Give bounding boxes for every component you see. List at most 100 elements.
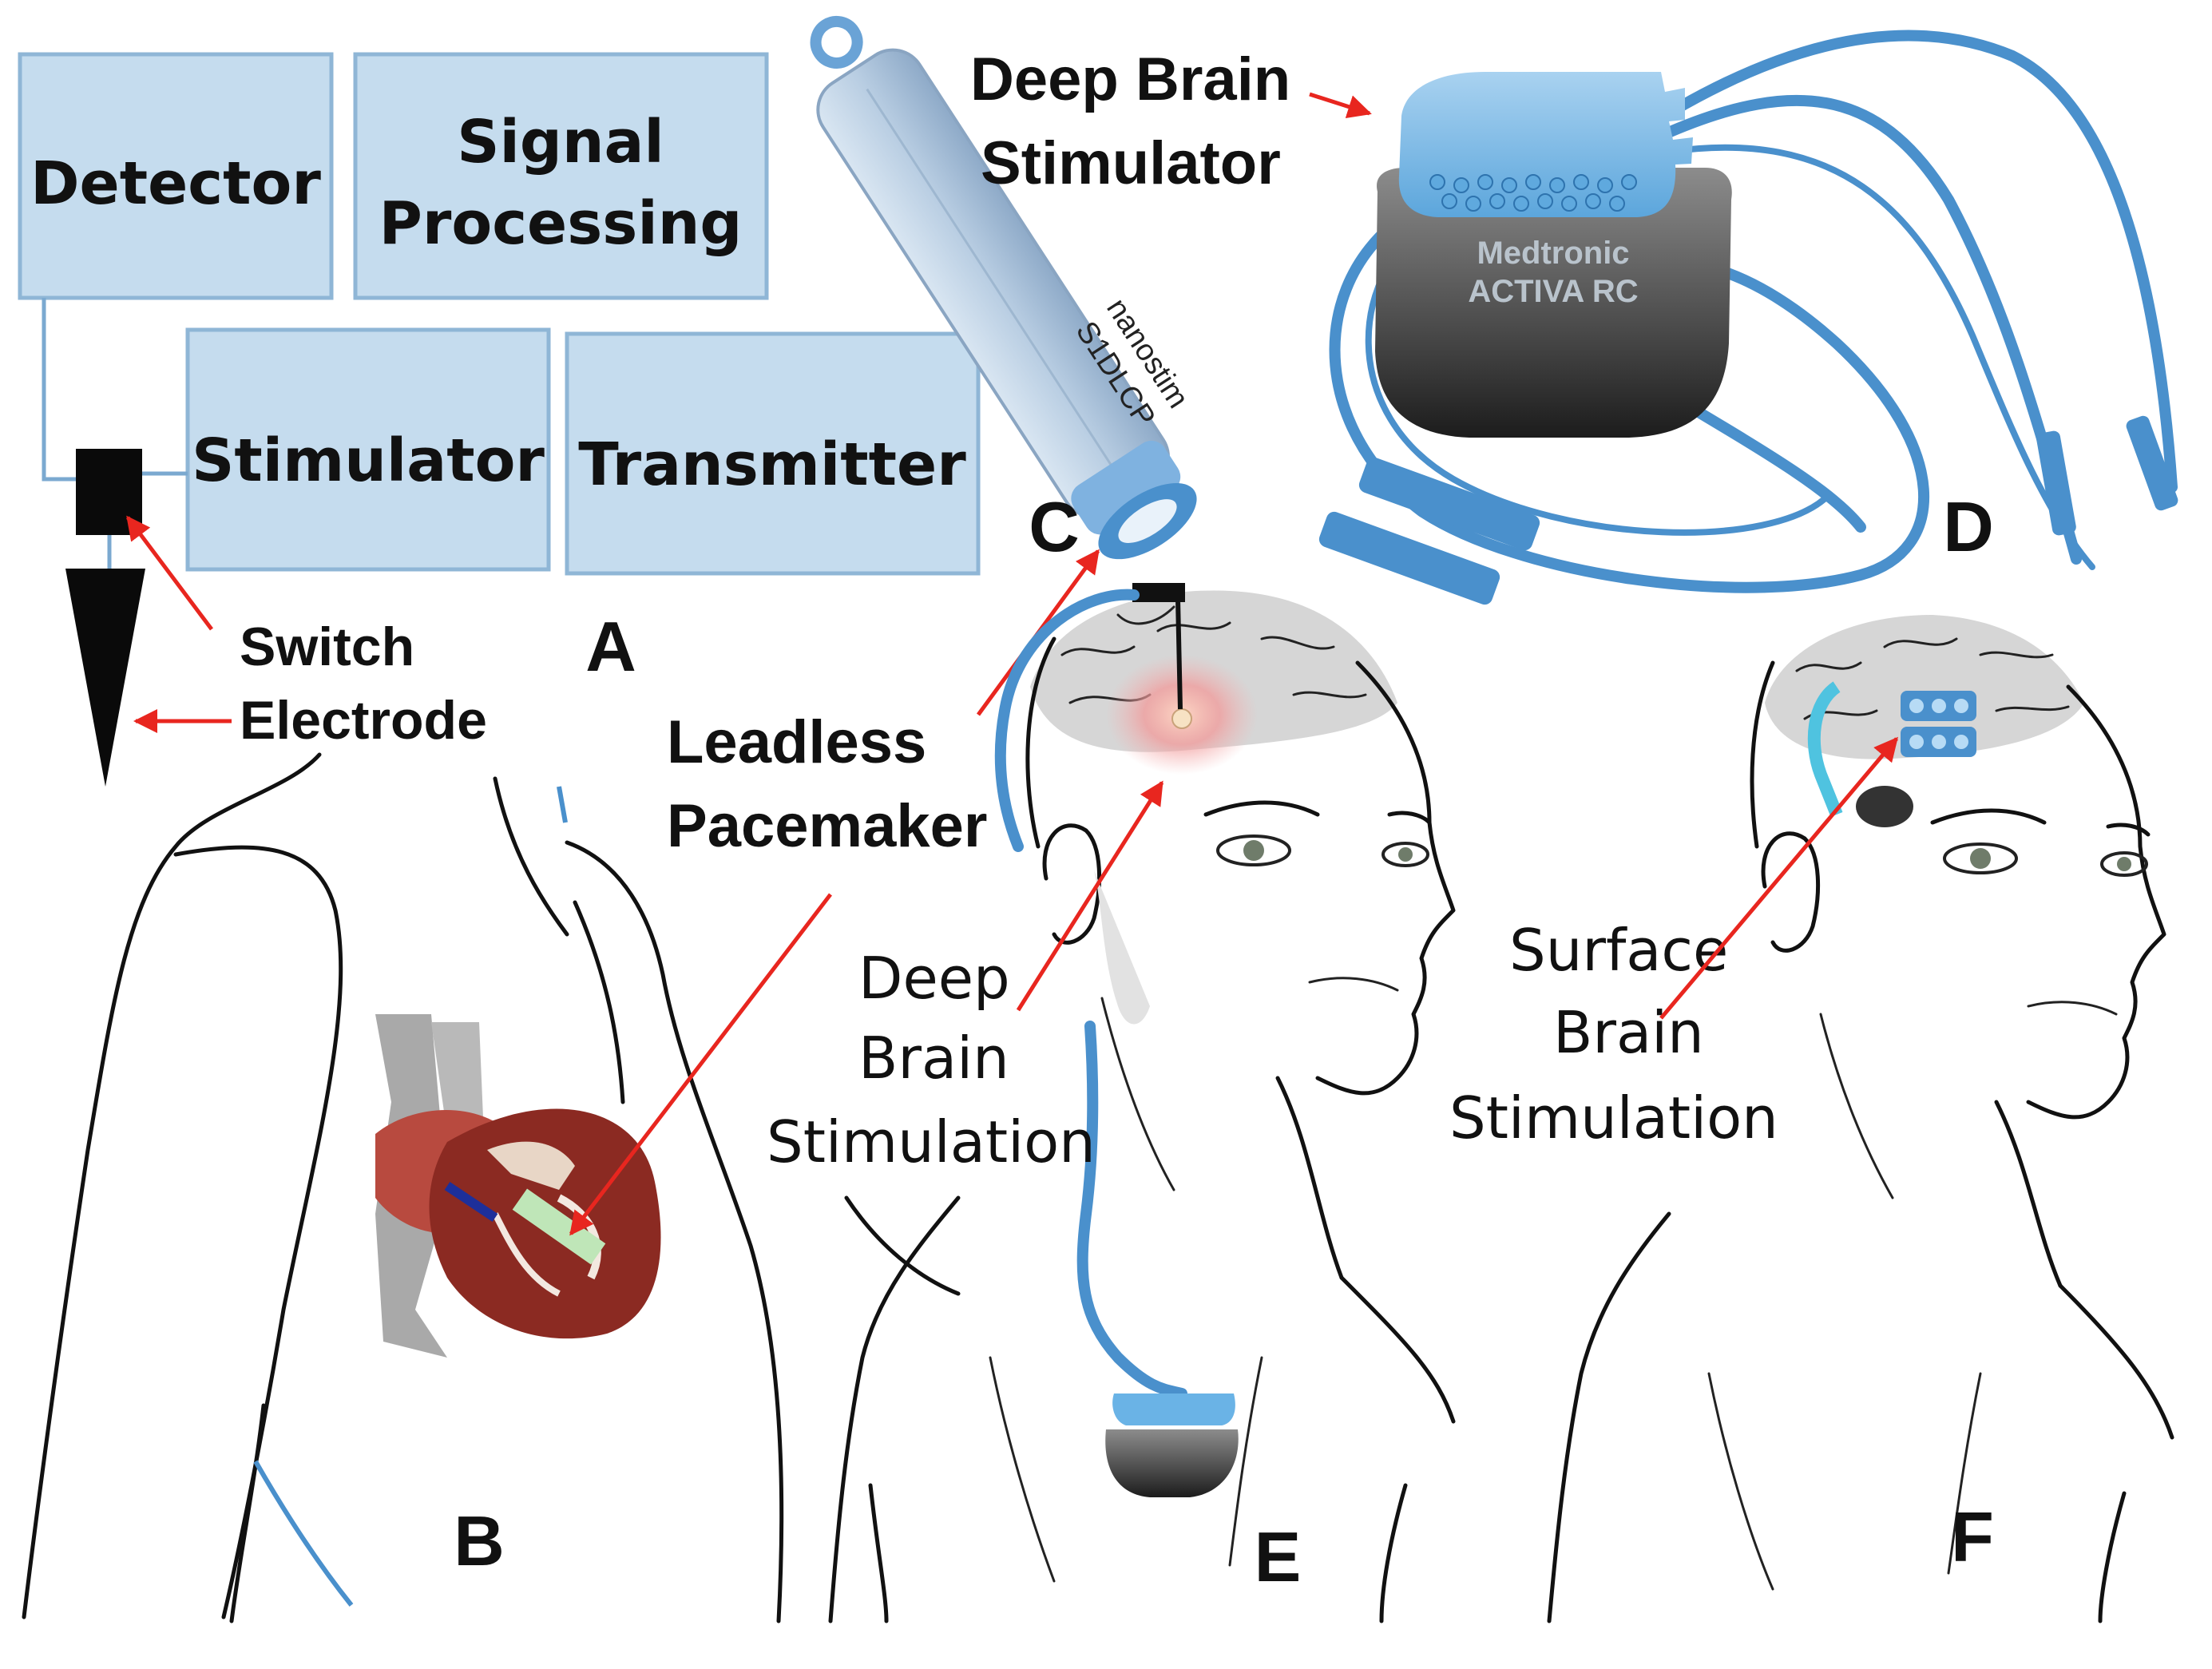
brow-f: [1930, 808, 2047, 825]
neck-e-back: [1100, 997, 1175, 1191]
lips-f: [2027, 1001, 2118, 1016]
chest-f-line: [1707, 1372, 1774, 1591]
torso-left-arm-line: [173, 845, 343, 1619]
detector-wire: [42, 298, 76, 482]
neck-lead-e: [1076, 1021, 1187, 1399]
panel-letter-d: D: [1943, 487, 1994, 566]
device-tip-inner: [1118, 499, 1177, 543]
chest-e-line: [989, 1356, 1056, 1583]
signal-processing-label-line2: Processing: [379, 189, 743, 258]
arm-e-left: [868, 1483, 889, 1623]
deep-brain-stim-label-line3: Stimulation: [767, 1108, 1096, 1175]
heart-highlight-1: [487, 1141, 575, 1190]
lead-connector-1: [1358, 457, 1540, 551]
panel-letter-b: B: [454, 1501, 505, 1580]
nanostim-device: [810, 15, 1197, 560]
chest-f-line-2: [1947, 1372, 1982, 1575]
head-e-back: [1025, 636, 1056, 849]
signal-processing-box: [353, 52, 769, 300]
lower-lead-stub: [253, 1460, 354, 1607]
lips-e: [1308, 977, 1399, 992]
dbs-header: [1398, 72, 1693, 217]
pupil-f-right: [2117, 857, 2131, 871]
electrode-cone: [65, 569, 145, 787]
dbs-brand-line2: ACTIVA RC: [1468, 274, 1638, 309]
deep-brain-stim-arrow: [1016, 780, 1164, 1012]
leadless-pacemaker-implant: [512, 1188, 606, 1265]
head-f-back: [1750, 660, 1775, 849]
neck-f-front: [1994, 1100, 2063, 1288]
panel-letter-f: F: [1951, 1497, 1994, 1576]
surface-brain-stim-label-line1: Surface: [1509, 917, 1728, 984]
dbs-can: [1375, 168, 1732, 438]
switch-label: Switch: [240, 616, 414, 677]
stimulation-target-e: [1171, 708, 1192, 729]
stimulator-label: Stimulator: [192, 426, 545, 495]
shoulder-e-left: [828, 1195, 961, 1623]
switch-arrow: [126, 515, 213, 631]
panel-letter-c: C: [1029, 487, 1080, 566]
lead-tip-1: [2036, 430, 2076, 536]
pacemaker-lead: [444, 1182, 498, 1222]
leadless-heart-arrow: [569, 893, 832, 1236]
detector-box: [18, 52, 334, 300]
dbs-lead-3: [1666, 144, 2095, 570]
brow-f-right: [2106, 823, 2151, 837]
lead-connector-2: [1318, 511, 1500, 605]
panel-e: Deep Brain Stimulation E: [767, 583, 1456, 1623]
panel-letter-e: E: [1255, 1517, 1302, 1596]
deep-brain-stim-label-line1: Deep: [858, 945, 1010, 1012]
torso-lower-left: [229, 1403, 266, 1623]
head-f-face: [2026, 684, 2166, 1120]
device-loop: [810, 15, 863, 69]
panel-c: nanostim S1DLCP C: [810, 15, 1197, 566]
transmitter-box: [565, 331, 981, 576]
torso-right-side: [565, 840, 784, 1623]
ipg-e-header: [1112, 1393, 1235, 1425]
hair-shadow-e: [1094, 870, 1150, 1025]
panel-d: Medtronic ACTIVA RC Deep Brain Stimulato…: [970, 30, 2178, 605]
eye-f-left: [1943, 842, 2018, 874]
heart: [375, 1014, 661, 1358]
ear-f: [1761, 831, 1820, 953]
shoulder-f-right: [2058, 1283, 2174, 1440]
heart-vessel-right: [431, 1022, 483, 1134]
shoulder-f-left: [1547, 1211, 1671, 1623]
panel-f: Surface Brain Stimulation F: [1449, 615, 2174, 1623]
dbs-lead-1: [1639, 30, 2178, 493]
dbs-lead-4: [1329, 186, 1930, 593]
stimulator-box: [185, 327, 551, 572]
neck-f-back: [1819, 1013, 1894, 1199]
surface-brain-stim-arrow: [1659, 736, 1898, 1020]
ear-e: [1042, 823, 1101, 945]
device-ridge: [866, 88, 1120, 478]
heart-highlight-3: [492, 1212, 561, 1297]
shoulder-e-left-inner: [844, 1195, 961, 1296]
scalp-lead-e: [994, 589, 1140, 852]
transmitter-label: Transmitter: [578, 430, 966, 499]
panel-a: Detector Signal Processing Stimulator Tr…: [18, 52, 981, 787]
arm-f-right: [2098, 1491, 2127, 1623]
arm-e-right: [1379, 1483, 1408, 1623]
lead-tip-2: [2126, 415, 2178, 511]
dbs-callout-line2: Stimulator: [981, 129, 1281, 197]
eye-e-left: [1216, 834, 1291, 866]
pupil-f-left: [1970, 848, 1991, 869]
burr-cap-e: [1132, 583, 1185, 602]
panel-letter-a: A: [585, 607, 636, 686]
torso-chest-line: [573, 900, 625, 1104]
detector-label: Detector: [30, 149, 321, 218]
eye-f-right: [2100, 851, 2148, 877]
dbs-lead-2: [1655, 94, 2082, 565]
surface-brain-stim-label-line3: Stimulation: [1449, 1084, 1778, 1152]
chest-e-line-2: [1228, 1356, 1263, 1567]
brain-f: [1765, 615, 2084, 759]
surface-brain-stim-label-line2: Brain: [1553, 999, 1704, 1066]
leadless-callout-line1: Leadless: [667, 708, 926, 776]
pupil-e-left: [1243, 840, 1264, 861]
dbs-callout-arrow: [1309, 92, 1372, 119]
dbs-callout-line1: Deep Brain: [970, 46, 1290, 113]
surface-lead-f: [1807, 681, 1843, 817]
signal-processing-label-line1: Signal: [457, 108, 664, 176]
